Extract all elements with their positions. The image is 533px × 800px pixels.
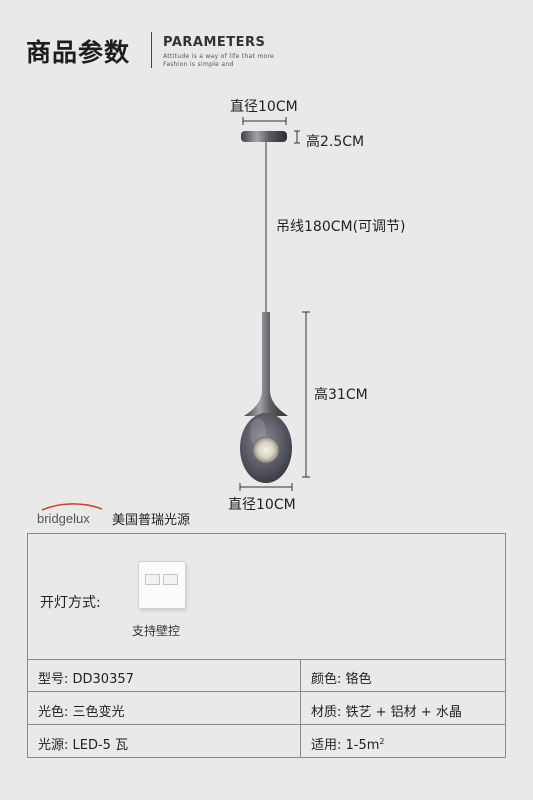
spec-area: 适用: 1-5m2 — [311, 734, 385, 753]
title-chinese: 商品参数 — [26, 38, 131, 67]
spec-material: 材质: 铁艺 + 铝材 + 水晶 — [311, 705, 462, 720]
product-diagram: 直径10CM 高2.5CM 吊线180CM(可调节) 高31CM 直径10CM — [0, 90, 533, 520]
lamp-width-dimension — [239, 483, 293, 491]
ceiling-canopy — [241, 131, 287, 142]
crystal-ring — [252, 436, 280, 464]
spec-area-unit-sup: 2 — [379, 737, 385, 746]
spec-row: 光源: LED-5 瓦 适用: 1-5m2 — [28, 725, 505, 758]
title-divider — [151, 32, 152, 68]
spec-table: 开灯方式: 支持壁控 型号: DD30357 颜色: 铬色 光色: 三色变光 材… — [27, 533, 506, 758]
cable-length-label: 吊线180CM(可调节) — [276, 219, 406, 235]
lamp-height-dimension — [302, 311, 310, 478]
spec-row: 光色: 三色变光 材质: 铁艺 + 铝材 + 水晶 — [28, 692, 505, 725]
brand-name: 美国普瑞光源 — [112, 513, 191, 528]
pendant-lamp-illustration — [239, 117, 310, 491]
crystal-light — [253, 437, 279, 463]
spec-light-source: 光源: LED-5 瓦 — [38, 738, 129, 753]
subtitle-line-1: Attitude is a way of life that more — [163, 53, 275, 60]
lamp-height-label: 高31CM — [314, 387, 368, 403]
switch-mode-label: 开灯方式: — [40, 595, 101, 611]
switch-key-right — [163, 574, 178, 585]
switch-key-left — [145, 574, 160, 585]
canopy-width-dimension — [242, 117, 287, 125]
lamp-rod — [244, 312, 288, 416]
page-header: 商品参数 PARAMETERS Attitude is a way of lif… — [26, 30, 506, 74]
switch-mode-row: 开灯方式: 支持壁控 — [28, 534, 505, 660]
bridgelux-logo: bridgelux — [37, 503, 103, 526]
spec-light-color: 光色: 三色变光 — [38, 705, 125, 720]
column-divider — [300, 692, 301, 724]
wall-switch-icon — [138, 561, 186, 609]
wall-switch-caption: 支持壁控 — [132, 624, 181, 638]
canopy-diameter-label: 直径10CM — [230, 99, 298, 115]
spec-model: 型号: DD30357 — [38, 672, 134, 687]
svg-text:bridgelux: bridgelux — [37, 511, 90, 526]
column-divider — [300, 659, 301, 691]
spec-color: 颜色: 铬色 — [311, 672, 372, 687]
canopy-height-label: 高2.5CM — [306, 134, 365, 150]
spec-area-text: 适用: 1-5m — [311, 738, 380, 753]
canopy-height-dimension — [294, 130, 300, 144]
title-english: PARAMETERS — [163, 35, 266, 50]
subtitle-line-2: Fashion is simple and — [163, 61, 234, 68]
column-divider — [300, 725, 301, 758]
lamp-diameter-label: 直径10CM — [228, 497, 296, 513]
spec-row: 型号: DD30357 颜色: 铬色 — [28, 659, 505, 692]
